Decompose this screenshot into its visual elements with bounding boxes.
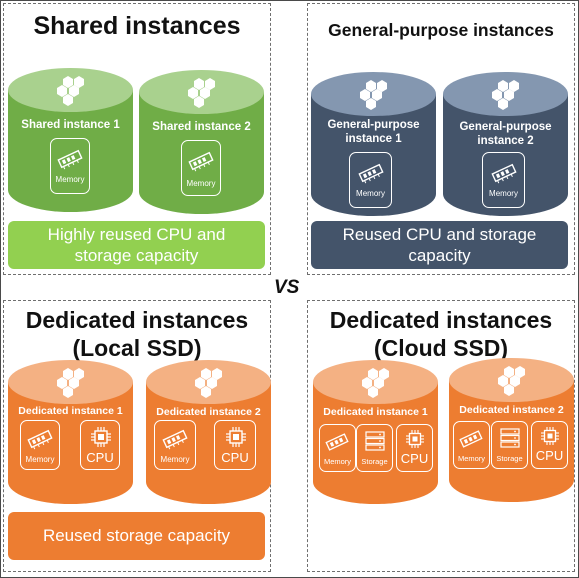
cylinder-shape bbox=[311, 72, 436, 216]
hexagon-cluster-icon bbox=[498, 366, 525, 396]
memory-card: Memory bbox=[349, 152, 392, 208]
instance-label-line1: General-purpose bbox=[327, 119, 420, 131]
local-ssd-title-line1: Dedicated instances bbox=[25, 307, 249, 333]
hexagon-cluster-icon bbox=[188, 78, 215, 108]
memory-icon bbox=[57, 149, 83, 170]
general-capacity-text: Reused CPU and storage capacity bbox=[342, 225, 537, 265]
instance-label: Shared instance 2 bbox=[152, 121, 251, 133]
memory-card: Memory bbox=[154, 420, 196, 470]
cylinder-shape bbox=[146, 360, 271, 504]
memory-label: Memory bbox=[55, 175, 85, 184]
memory-icon bbox=[27, 429, 53, 450]
cpu-card: CPU bbox=[214, 420, 256, 470]
cpu-icon bbox=[91, 427, 111, 447]
memory-label: Memory bbox=[323, 457, 352, 466]
memory-icon bbox=[325, 433, 349, 451]
cpu-label: CPU bbox=[400, 451, 429, 466]
cpu-label: CPU bbox=[86, 450, 114, 465]
instance-label: Dedicated instance 2 bbox=[459, 404, 564, 416]
instance-label: Shared instance 1 bbox=[21, 119, 120, 131]
cylinder-shape bbox=[8, 68, 133, 212]
local-capacity-text: Reused storage capacity bbox=[42, 526, 231, 545]
hexagon-cluster-icon bbox=[57, 368, 84, 398]
storage-label: Storage bbox=[361, 457, 388, 466]
hexagon-cluster-icon bbox=[195, 368, 222, 398]
cpu-icon bbox=[226, 427, 246, 447]
hexagon-cluster-icon bbox=[362, 368, 389, 398]
cpu-icon bbox=[541, 427, 559, 445]
cpu-card: CPU bbox=[396, 424, 433, 472]
shared-capacity-bar: Highly reused CPU and storage capacity bbox=[8, 221, 265, 269]
memory-label: Memory bbox=[457, 454, 486, 463]
memory-label: Memory bbox=[25, 455, 55, 464]
storage-icon bbox=[500, 428, 520, 448]
instance-label-line2: instance 2 bbox=[477, 135, 534, 147]
memory-label: Memory bbox=[160, 455, 190, 464]
cpu-label: CPU bbox=[535, 448, 564, 463]
instance-label-line1: General-purpose bbox=[459, 121, 552, 133]
dedicated-cloud-ssd-panel: Dedicated instances (Cloud SSD) bbox=[307, 300, 575, 572]
hexagon-cluster-icon bbox=[57, 76, 84, 106]
cpu-icon bbox=[406, 430, 424, 448]
cloud-dedicated-instance-2: Dedicated instance 2 Memory Storage bbox=[449, 358, 574, 502]
cpu-card: CPU bbox=[80, 420, 120, 470]
memory-label: Memory bbox=[186, 179, 216, 188]
general-instance-2: General-purpose instance 2 Memory bbox=[443, 72, 568, 216]
local-dedicated-instance-2: Dedicated instance 2 Memory bbox=[146, 360, 271, 504]
instance-label: Dedicated instance 1 bbox=[18, 405, 123, 417]
memory-card: Memory bbox=[319, 424, 356, 472]
storage-icon bbox=[365, 431, 385, 451]
memory-label: Memory bbox=[489, 189, 518, 198]
memory-icon bbox=[162, 429, 188, 450]
memory-card: Memory bbox=[453, 421, 490, 469]
cloud-ssd-title-line1: Dedicated instances bbox=[329, 307, 553, 333]
memory-card: Memory bbox=[181, 140, 221, 196]
cylinder-shape bbox=[443, 72, 568, 216]
memory-icon bbox=[358, 163, 384, 184]
memory-icon bbox=[491, 163, 517, 184]
memory-icon bbox=[188, 151, 214, 172]
storage-label: Storage bbox=[496, 454, 523, 463]
local-capacity-bar: Reused storage capacity bbox=[8, 512, 265, 560]
instance-label: Dedicated instance 2 bbox=[156, 406, 261, 418]
memory-label: Memory bbox=[356, 189, 385, 198]
instance-label: Dedicated instance 1 bbox=[323, 406, 428, 418]
general-instance-1: General-purpose instance 1 Memory bbox=[311, 72, 436, 216]
shared-instance-2: Shared instance 2 Memory bbox=[139, 70, 264, 214]
general-capacity-bar: Reused CPU and storage capacity bbox=[311, 221, 568, 269]
general-purpose-panel: General-purpose instances bbox=[307, 3, 575, 275]
shared-instances-panel: Shared instances bbox=[3, 3, 271, 275]
cpu-card: CPU bbox=[531, 421, 568, 469]
cloud-ssd-title-line2: (Cloud SSD) bbox=[373, 335, 509, 361]
cylinder-shape bbox=[8, 360, 133, 504]
local-dedicated-instance-1: Dedicated instance 1 Memory bbox=[8, 360, 133, 504]
instance-label-line2: instance 1 bbox=[345, 133, 402, 145]
hexagon-cluster-icon bbox=[492, 80, 519, 110]
local-ssd-title-line2: (Local SSD) bbox=[72, 335, 202, 361]
shared-instance-1: Shared instance 1 Memory bbox=[8, 68, 133, 212]
memory-card: Memory bbox=[20, 420, 60, 470]
memory-icon bbox=[459, 430, 483, 448]
vs-label: VS bbox=[274, 277, 300, 298]
storage-card: Storage bbox=[356, 424, 393, 472]
shared-title: Shared instances bbox=[33, 12, 241, 40]
memory-card: Memory bbox=[50, 138, 90, 194]
hexagon-cluster-icon bbox=[360, 80, 387, 110]
memory-card: Memory bbox=[482, 152, 525, 208]
general-purpose-title: General-purpose instances bbox=[328, 20, 554, 40]
cloud-dedicated-instance-1: Dedicated instance 1 Memory Storage bbox=[313, 360, 438, 504]
cylinder-shape bbox=[139, 70, 264, 214]
cpu-label: CPU bbox=[221, 450, 249, 465]
storage-card: Storage bbox=[491, 421, 528, 469]
shared-capacity-text: Highly reused CPU and storage capacity bbox=[47, 225, 226, 265]
